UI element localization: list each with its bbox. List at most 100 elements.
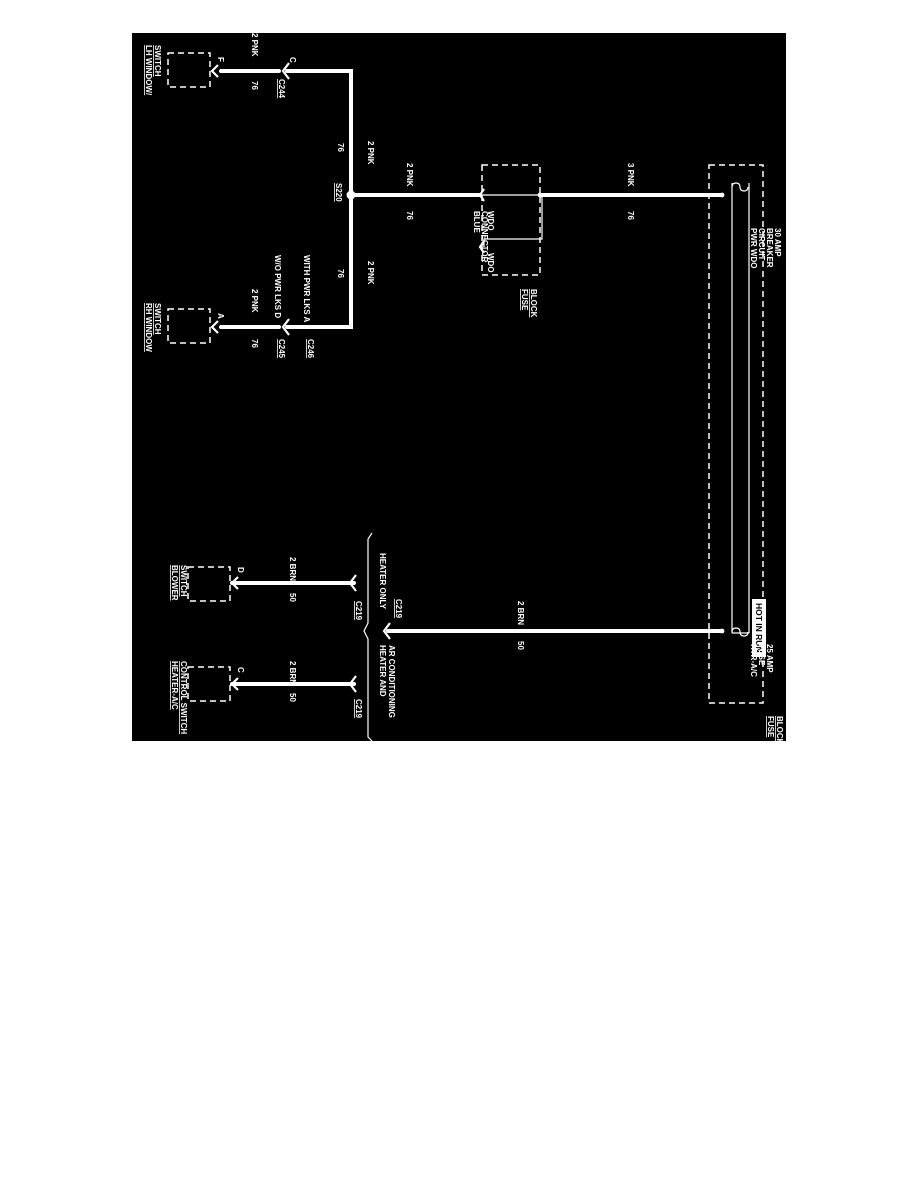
wire-rh-end-circuit: 76: [250, 339, 259, 348]
wire-brn-circuit-text: 50: [516, 641, 525, 650]
fuse-block-mid-label-1: FUSE: [520, 289, 529, 311]
wire-3pnk-circuit-text: 76: [626, 211, 635, 220]
wire-rh-color-text: 2 PNK: [366, 261, 375, 285]
wiring-diagram-panel: HOT IN RUN FUSE BLOCK PWR WDO CIRCUIT BR…: [132, 33, 786, 741]
wire-rh-circuit-text: 76: [336, 269, 345, 278]
connector-c244-symbol: [281, 62, 290, 80]
splice-s220-label: S220: [334, 183, 343, 202]
heater-ac-switch-pin-symbol: [230, 677, 239, 691]
blower-switch: [187, 566, 231, 602]
fuse-block-mid-outline: [481, 164, 541, 276]
heater-ac-switch-label-1: HEATER-A/C: [170, 661, 179, 710]
wire-3pnk-color: 3 PNK: [626, 163, 635, 187]
connector-c219-hac-symbol: [348, 675, 357, 693]
breaker-label-2: CIRCUIT: [757, 228, 766, 261]
wire-blower-color: 2 BRN: [288, 557, 297, 581]
connector-c219-main-label: C219: [394, 599, 403, 619]
blue-connector-label-2: CONNECTOR: [480, 211, 489, 263]
wire-brn-color-text: 2 BRN: [516, 601, 525, 625]
htr-fuse-label: HTR-A/C FUSE 25 AMP: [749, 644, 774, 677]
blower-switch-pin-symbol: [230, 576, 239, 590]
wire-lh-end-circuit: 76: [250, 81, 259, 90]
wire-lh-circuit-text: 76: [336, 143, 345, 152]
wire-hac-color: 2 BRN: [288, 661, 297, 685]
fuse-block-right-label-1: FUSE: [766, 716, 775, 738]
breaker-label-1: PWR WDO: [749, 228, 758, 268]
fuse-block-outline: [708, 164, 764, 704]
blue-connector-loop: [483, 195, 543, 247]
option-bracket: [363, 532, 373, 741]
lh-switch-label-1: LH WINDOW/: [144, 45, 153, 96]
blue-connector-label: BLUE CONNECTOR: [472, 211, 489, 263]
heater-ac-switch-pin: C: [236, 667, 245, 673]
wire-3pnk-circuit: 76: [626, 211, 635, 220]
wire-lh-end-color-text: 2 PNK: [250, 33, 259, 57]
wire-blower-circuit: 50: [288, 593, 297, 602]
option-heater-only-text: HEATER ONLY: [378, 553, 387, 610]
blower-switch-label: BLOWER SWITCH: [170, 565, 188, 601]
wire-2pnk-mid-circuit-text: 76: [405, 211, 414, 220]
connector-c246-with-text: WITH PWR LKS A: [302, 255, 311, 322]
connector-c219-heater-text: C219: [354, 601, 363, 621]
wiring-diagram: HOT IN RUN FUSE BLOCK PWR WDO CIRCUIT BR…: [144, 33, 784, 741]
breaker-label-3: BREAKER: [765, 228, 774, 268]
htr-fuse-symbol: [731, 627, 749, 637]
wire-2pnk-mid-color-text: 2 PNK: [405, 163, 414, 187]
wire-hac-circuit-text: 50: [288, 693, 297, 702]
wire-lh-end-circuit-text: 76: [250, 81, 259, 90]
wire-3pnk-color-text: 3 PNK: [626, 163, 635, 187]
connector-c246-with: WITH PWR LKS A: [302, 255, 311, 322]
htr-fuse-label-2: FUSE: [757, 644, 766, 666]
connector-c246-label: C246: [306, 339, 315, 359]
breaker-symbol: [731, 182, 749, 192]
wire-lh-color: 2 PNK: [366, 141, 375, 165]
rh-switch-pin-symbol: [210, 320, 219, 334]
connector-c244-pin: C: [288, 57, 297, 63]
rh-switch-pin-text: A: [216, 313, 225, 319]
fuse-block-right-label-2: BLOCK: [775, 716, 784, 741]
wire-2pnk-rh: [285, 193, 353, 329]
connector-c219-heater-label: C219: [354, 601, 363, 621]
wire-hac-circuit: 50: [288, 693, 297, 702]
blue-connector-pin2: WDO: [486, 253, 495, 273]
breaker-label: PWR WDO CIRCUIT BREAKER 30 AMP: [749, 228, 782, 268]
rh-window-switch: [167, 308, 211, 344]
rh-switch-label: RH WINDOW SWITCH: [144, 303, 162, 352]
blue-connector-pin2-label: WDO: [486, 253, 495, 273]
connector-c219-main-symbol: [382, 622, 391, 640]
wire-lh-color-text: 2 PNK: [366, 141, 375, 165]
wire-lh-circuit: 76: [336, 143, 345, 152]
connector-c219-hac-label: C219: [354, 699, 363, 719]
wire-2pnk-mid-color: 2 PNK: [405, 163, 414, 187]
splice-s220-text: S220: [334, 183, 343, 202]
hot-in-run-label: HOT IN RUN: [754, 603, 764, 653]
connector-c244-label: C244: [277, 79, 286, 99]
blue-connector-pin1: WDO: [486, 211, 495, 231]
lh-switch-pin: F: [216, 57, 225, 62]
rh-switch-label-1: RH WINDOW: [144, 303, 153, 352]
rh-switch-pin: A: [216, 313, 225, 319]
wire-blower-circuit-text: 50: [288, 593, 297, 602]
blue-connector-label-1: BLUE: [472, 211, 481, 233]
wire-2pnk-lh: [285, 69, 353, 197]
connector-c219-main-text: C219: [394, 599, 403, 619]
htr-fuse-label-3: 25 AMP: [765, 644, 774, 673]
wire-lh-end-color: 2 PNK: [250, 33, 259, 57]
heater-ac-switch-label: HEATER-A/C CONTROL SWITCH: [170, 661, 188, 734]
option-heater-only: HEATER ONLY: [378, 553, 387, 610]
connector-c246-text: C246: [306, 339, 315, 359]
option-heater-ac: HEATER AND AR CONDITIONING: [378, 645, 396, 718]
option-heater-ac-1: HEATER AND: [378, 645, 387, 697]
blower-switch-pin-text: D: [236, 567, 245, 573]
wire-rh-end-color: 2 PNK: [250, 289, 259, 313]
hot-in-run-background: [752, 599, 766, 657]
wire-brn-color: 2 BRN: [516, 601, 525, 625]
heater-ac-switch-label-2: CONTROL SWITCH: [179, 661, 188, 734]
lh-window-switch: [167, 52, 211, 88]
connector-c219-hac-text: C219: [354, 699, 363, 719]
lh-switch-label: LH WINDOW/ SWITCH: [144, 45, 162, 96]
fuse-block-mid-label-2: BLOCK: [529, 289, 538, 318]
fuse-block-right-label: FUSE BLOCK: [766, 716, 784, 741]
wire-rh-end-circuit-text: 76: [250, 339, 259, 348]
connector-c244-pin-text: C: [288, 57, 297, 63]
